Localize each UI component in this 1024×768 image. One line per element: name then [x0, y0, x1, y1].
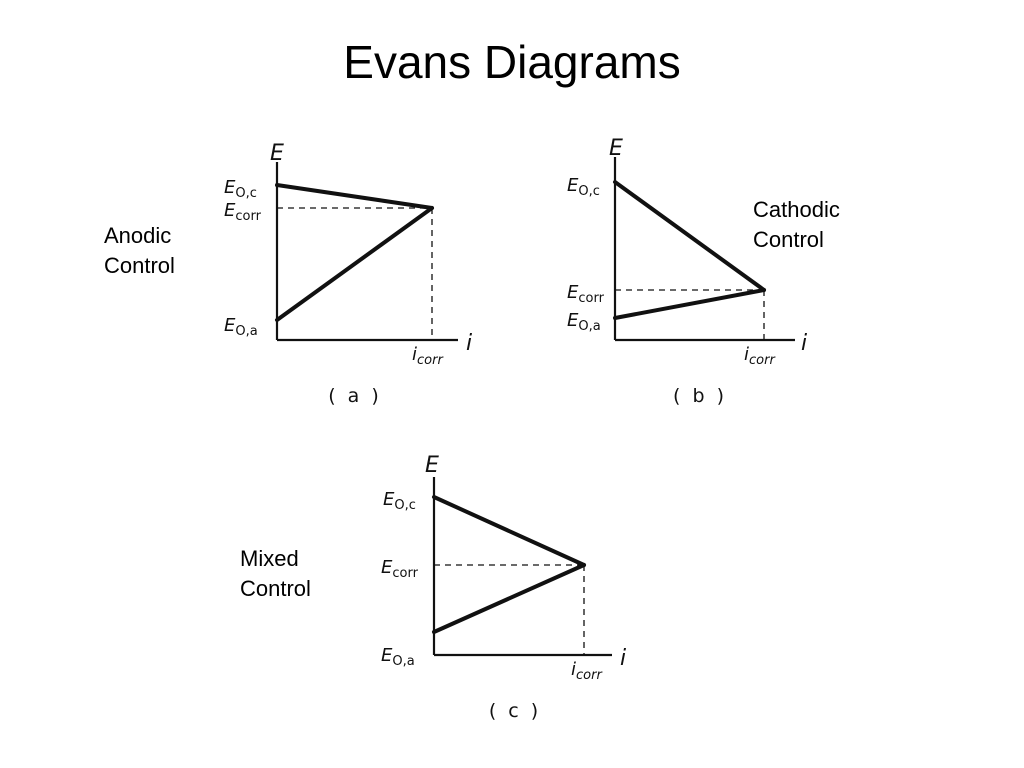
mixed-label-line-2: Control — [240, 576, 311, 601]
panel-b-anodic-line — [613, 288, 766, 320]
panel-b-eoc-label: EO,c — [567, 175, 600, 199]
anodic-label-line-1: Anodic — [104, 223, 172, 248]
panel-a-i-axis-label: i — [466, 331, 472, 356]
slide-title: Evans Diagrams — [343, 36, 681, 88]
panel-c-eoc-label: EO,c — [383, 489, 416, 513]
panel-b-caption: ( b ) — [673, 385, 727, 407]
mixed-control-label: Mixed Control — [240, 544, 311, 604]
anodic-label-line-2: Control — [104, 253, 175, 278]
panel-b-cathodic-line — [613, 180, 766, 292]
panel-c-cathodic-line — [432, 495, 586, 567]
panel-c-eoa-label: EO,a — [381, 645, 415, 669]
panel-a-anodic-line — [275, 206, 434, 322]
panel-b-icorr-label: icorr — [744, 344, 776, 368]
panel-a-cathodic-line — [275, 183, 434, 210]
cathodic-label-line-1: Cathodic — [753, 197, 840, 222]
cathodic-label-line-2: Control — [753, 227, 824, 252]
panel-b-eoa-label: EO,a — [567, 310, 601, 334]
panel-b-ecorr-label: Ecorr — [567, 282, 605, 306]
anodic-control-label: Anodic Control — [104, 221, 175, 281]
panel-c: E i EO,c Ecorr EO,a icorr ( c ) — [381, 453, 626, 722]
panel-a-eoc-label: EO,c — [224, 177, 257, 201]
panel-b: E i EO,c Ecorr EO,a icorr ( b ) — [567, 136, 807, 407]
cathodic-control-label: Cathodic Control — [753, 195, 840, 255]
panel-c-anodic-line — [432, 563, 586, 634]
panel-a-ecorr-label: Ecorr — [224, 200, 262, 224]
panel-a-caption: ( a ) — [328, 385, 382, 407]
panel-a-e-axis-label: E — [270, 141, 284, 166]
panel-b-i-axis-label: i — [801, 331, 807, 356]
panel-b-e-axis-label: E — [609, 136, 623, 161]
panel-c-ecorr-label: Ecorr — [381, 557, 419, 581]
mixed-label-line-1: Mixed — [240, 546, 299, 571]
panel-a-icorr-label: icorr — [412, 344, 444, 368]
panel-a-eoa-label: EO,a — [224, 315, 258, 339]
panel-c-icorr-label: icorr — [571, 659, 603, 683]
panel-c-caption: ( c ) — [489, 700, 541, 722]
panel-a: E i EO,c Ecorr EO,a icorr ( a ) — [224, 141, 472, 407]
panel-c-e-axis-label: E — [425, 453, 439, 478]
panel-c-i-axis-label: i — [620, 646, 626, 671]
